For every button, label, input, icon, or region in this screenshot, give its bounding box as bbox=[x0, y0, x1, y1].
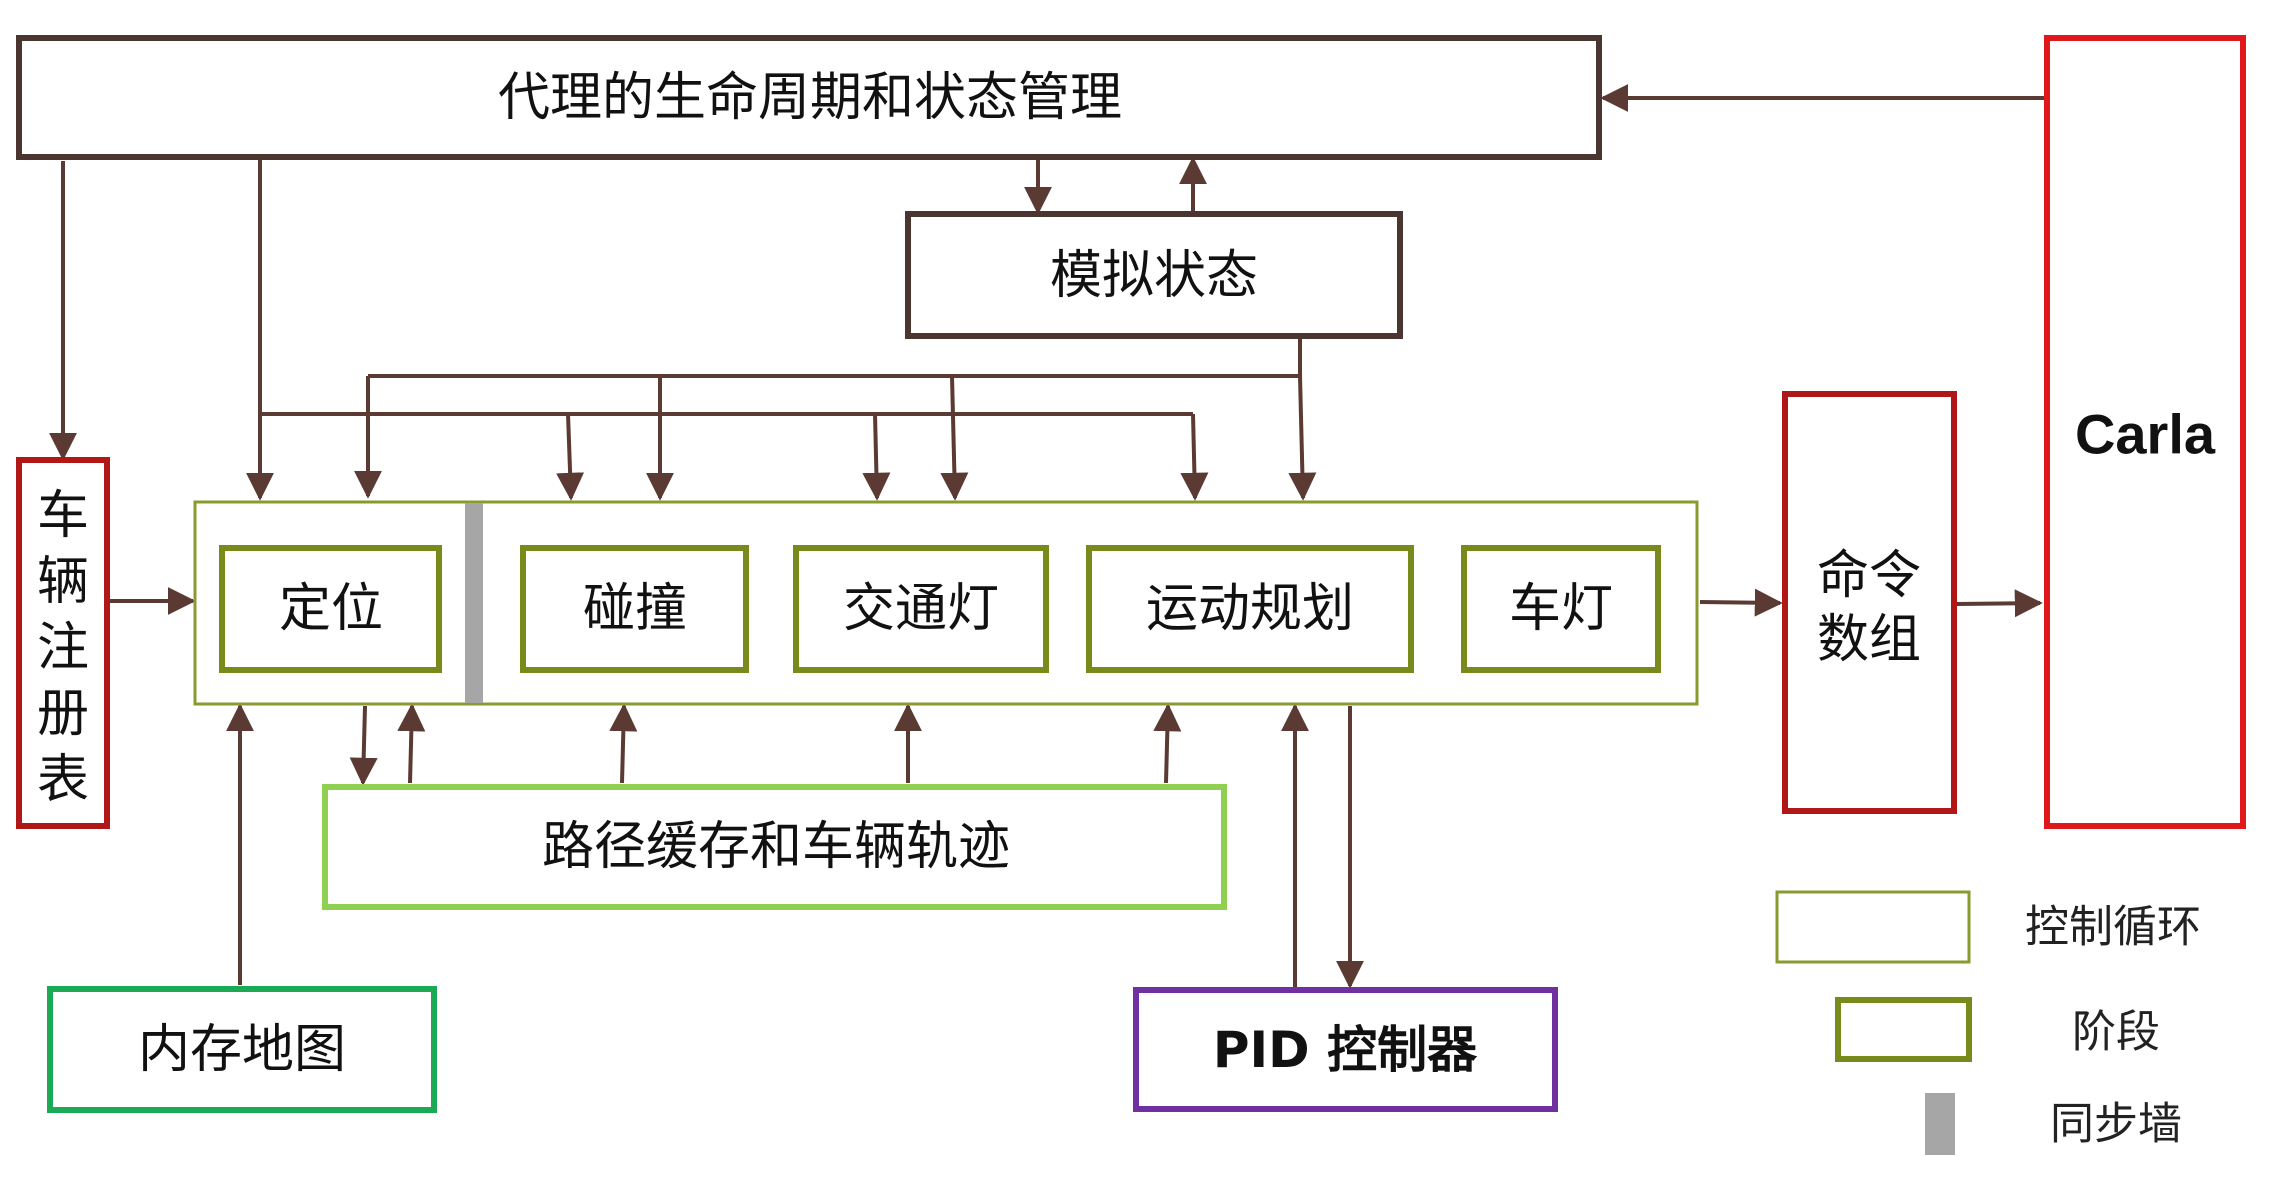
legend-sync-wall-swatch bbox=[1925, 1093, 1955, 1155]
arrow-lifecycle-to-collision bbox=[556, 413, 585, 501]
registry-char-1: 车 bbox=[37, 486, 89, 546]
legend-sync-wall-label: 同步墙 bbox=[2050, 1099, 2182, 1150]
carla-label: Carla bbox=[2075, 403, 2216, 466]
path-buffer-box bbox=[322, 784, 1227, 910]
pid-controller-box bbox=[1133, 987, 1558, 1112]
arrow-commandarray-to-carla bbox=[1956, 589, 2043, 618]
stage-localization-box bbox=[219, 545, 442, 673]
connectors bbox=[49, 84, 2052, 989]
stage-collision-box bbox=[520, 545, 749, 673]
legend-stage-swatch bbox=[1835, 997, 1972, 1062]
arrow-localization-to-pathbuffer bbox=[349, 705, 378, 786]
stage-vehicle-lights-label: 车灯 bbox=[1509, 579, 1613, 639]
arrow-pathbuffer-to-localization bbox=[397, 703, 426, 784]
sim-state-label: 模拟状态 bbox=[1050, 246, 1258, 306]
arrow-simstate-to-trafficlight bbox=[940, 375, 969, 501]
arrow-lifecycle-to-motionplanning bbox=[1180, 413, 1209, 501]
stage-motion-planning-box bbox=[1086, 545, 1414, 673]
registry-char-4: 册 bbox=[37, 684, 89, 744]
arrow-simstate-to-vehiclelights bbox=[1288, 375, 1317, 501]
arrow-controlloop-to-commandarray bbox=[1699, 588, 1783, 617]
stage-motion-planning-label: 运动规划 bbox=[1146, 579, 1354, 639]
stage-vehicle-lights-box bbox=[1461, 545, 1661, 673]
arrow-pathbuffer-to-motionplanning bbox=[1153, 703, 1182, 784]
vehicle-registry-box bbox=[16, 457, 110, 829]
stage-traffic-light-box bbox=[793, 545, 1049, 673]
carla-box bbox=[2044, 35, 2246, 829]
arrow-lifecycle-to-trafficlight bbox=[862, 413, 891, 501]
lifecycle-box bbox=[16, 35, 1602, 160]
memory-map-box bbox=[47, 986, 437, 1113]
sync-wall bbox=[465, 503, 483, 703]
registry-char-2: 辆 bbox=[37, 552, 89, 612]
stage-collision-label: 碰撞 bbox=[583, 579, 687, 639]
lifecycle-label: 代理的生命周期和状态管理 bbox=[498, 68, 1122, 128]
command-array-line-2: 数组 bbox=[1817, 610, 1921, 670]
command-array-box bbox=[1782, 391, 1957, 814]
legend: 控制循环 阶段 同步墙 bbox=[1775, 890, 2201, 1155]
registry-char-3: 注 bbox=[37, 618, 89, 678]
memory-map-label: 内存地图 bbox=[138, 1020, 346, 1080]
stage-traffic-light-label: 交通灯 bbox=[843, 579, 999, 639]
arrow-pathbuffer-to-collision bbox=[609, 703, 638, 784]
command-array-line-1: 命令 bbox=[1817, 546, 1921, 606]
pid-controller-label: PID 控制器 bbox=[1213, 1021, 1478, 1079]
sim-state-box bbox=[905, 211, 1403, 339]
legend-control-loop-label: 控制循环 bbox=[2025, 902, 2201, 953]
registry-char-5: 表 bbox=[37, 750, 89, 810]
legend-stage-label: 阶段 bbox=[2072, 1007, 2160, 1058]
path-buffer-label: 路径缓存和车辆轨迹 bbox=[542, 817, 1010, 877]
legend-control-loop-swatch bbox=[1775, 890, 1971, 964]
stage-localization-label: 定位 bbox=[279, 579, 383, 639]
